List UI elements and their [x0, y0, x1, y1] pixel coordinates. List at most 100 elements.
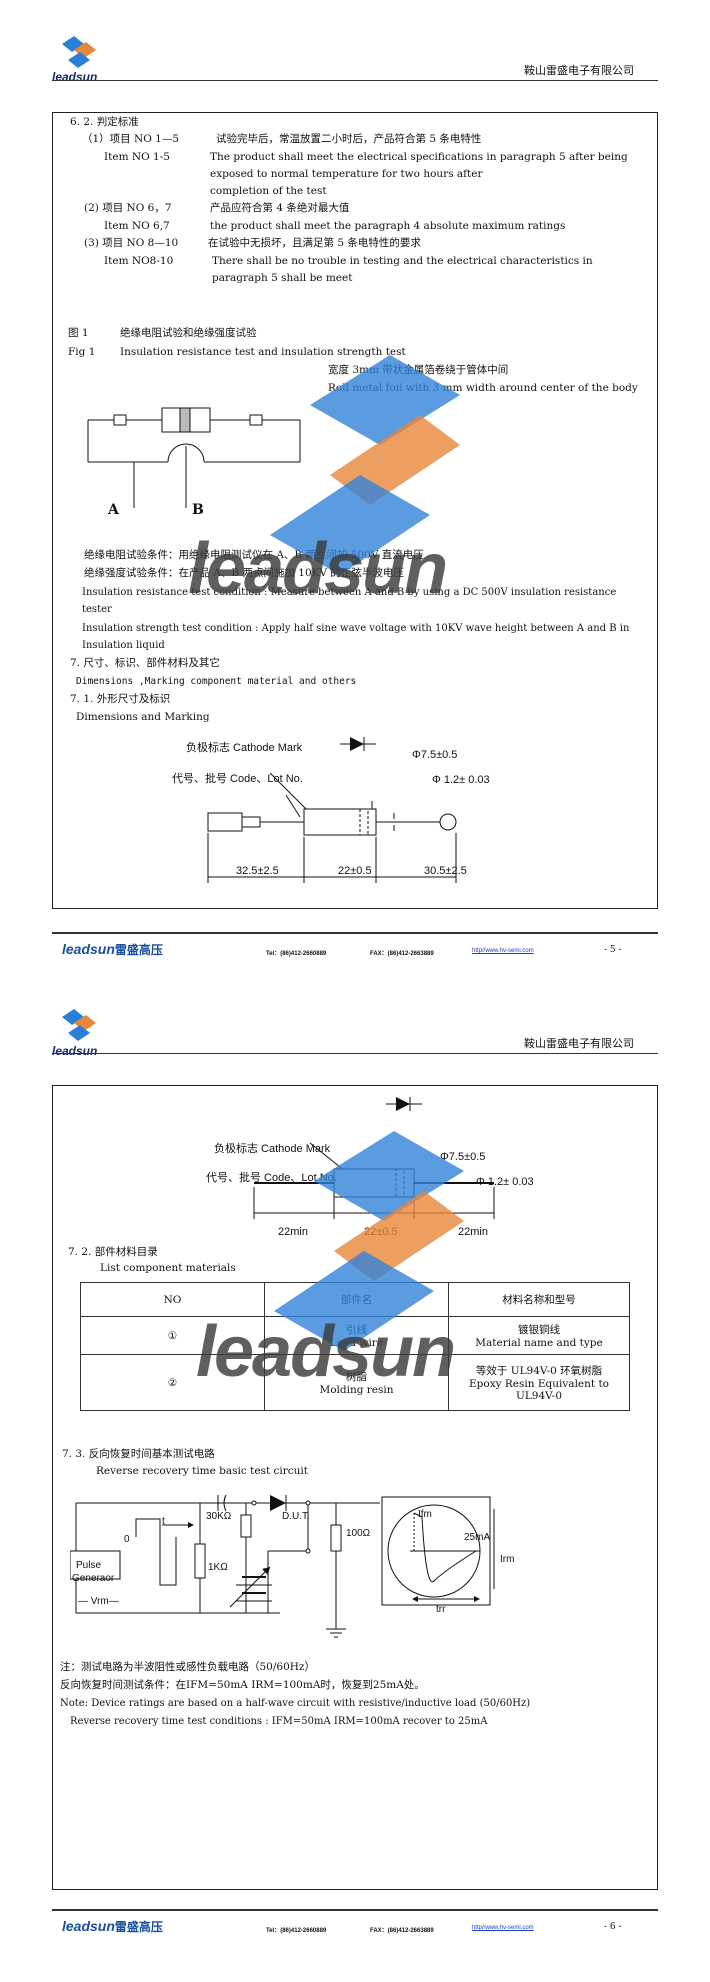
page-6-frame — [52, 1085, 658, 1890]
footer-url-link[interactable]: http//www.hv-semi.com — [472, 1925, 534, 1931]
item2-cn: (2) 项目 NO 6，7 — [84, 202, 172, 214]
section-7-1-en: Dimensions and Marking — [76, 711, 210, 723]
length-1-label: 32.5±2.5 — [236, 865, 279, 877]
resistor-30k-label: 30KΩ — [206, 1511, 232, 1522]
col-material: 材料名称和型号 — [448, 1282, 630, 1317]
section-6-2: 6. 2. 判定标准 — [70, 116, 139, 128]
note-en-1: Note: Device ratings are based on a half… — [60, 1698, 531, 1709]
zero-label: 0 — [124, 1534, 130, 1545]
reverse-recovery-circuit — [70, 1494, 495, 1638]
pulse-label: Pulse — [76, 1560, 102, 1571]
item3-cn-text: 在试验中无损坏，且满足第 5 条电特性的要求 — [208, 237, 421, 249]
ir-condition-en-1: Insulation resistance test condition : M… — [82, 587, 617, 598]
row-no: ② — [80, 1354, 265, 1411]
footer-fax: FAX：(86)412-2663889 — [370, 1928, 434, 1934]
note-cn-2: 反向恢复时间测试条件：在IFM=50mA IRM=100mA时，恢复到25mA处… — [60, 1679, 425, 1691]
footer-brand: leadsun雷盛高压 — [62, 941, 163, 957]
item2-en-label: Item NO 6,7 — [104, 220, 170, 232]
diameter-body-label: Φ7.5±0.5 — [440, 1151, 486, 1163]
irm-label: Irm — [500, 1554, 515, 1565]
generator-label: Generaor — [72, 1573, 115, 1584]
logo-word: leadsun — [52, 70, 98, 84]
row-no: ① — [80, 1316, 265, 1355]
item2-cn-text: 产品应符合第 4 条绝对最大值 — [210, 202, 350, 214]
header-rule — [52, 1053, 658, 1054]
footer-brand: leadsun雷盛高压 — [62, 1918, 163, 1934]
item1-cn: （1）项目 NO 1—5 — [82, 133, 180, 145]
length-2-label: 22±0.5 — [364, 1226, 398, 1238]
is-condition-en-2: Insulation liquid — [82, 640, 165, 651]
section-7-1-cn: 7. 1. 外形尺寸及标识 — [70, 693, 171, 705]
section-7-2-en: List component materials — [100, 1262, 236, 1274]
col-no: NO — [80, 1282, 265, 1317]
fig1-cn-label: 图 1 — [68, 327, 89, 339]
item3-cn: (3) 项目 NO 8—10 — [84, 237, 179, 249]
item1-en-3: completion of the test — [210, 185, 327, 197]
item2-en: the product shall meet the paragraph 4 a… — [210, 220, 566, 232]
foil-en: Roll metal foil with 3 mm width around c… — [328, 382, 638, 394]
footer-tel: Tel：(86)412-2660889 — [266, 1928, 327, 1934]
insulation-test-diagram — [87, 407, 301, 508]
item3-en-label: Item NO8-10 — [104, 255, 174, 267]
length-1-label: 22min — [278, 1226, 308, 1238]
diameter-body-label: Φ7.5±0.5 — [412, 749, 458, 761]
section-7-3-cn: 7. 3. 反向恢复时间基本测试电路 — [62, 1448, 215, 1460]
trr-label: trr — [436, 1604, 446, 1615]
footer-url-link[interactable]: http//www.hv-semi.com — [472, 948, 534, 954]
page-5: leadsun 鞍山雷盛电子有限公司 6. 2. 判定标准 （1）项目 NO 1… — [52, 36, 658, 957]
diameter-lead-label: Φ 1.2± 0.03 — [432, 774, 490, 786]
leadsun-logo-icon — [62, 36, 96, 68]
ir-condition-en-2: tester — [82, 604, 112, 615]
fig1-en-title: Insulation resistance test and insulatio… — [120, 346, 406, 358]
page-6: leadsun 鞍山雷盛电子有限公司 负极标志 Cathode Mark 代号、… — [0, 991, 710, 1982]
cathode-mark-label: 负极标志 Cathode Mark — [214, 1143, 331, 1155]
item3-en-2: paragraph 5 shall be meet — [212, 272, 353, 284]
section-7-en: Dimensions ,Marking component material a… — [76, 676, 357, 687]
vrm-label: — Vrm— — [78, 1596, 119, 1607]
page-5-frame — [52, 112, 658, 909]
item1-en-label: Item NO 1-5 — [104, 151, 170, 163]
note-en-2: Reverse recovery time test conditions : … — [70, 1716, 488, 1727]
code-lot-label: 代号、批号 Code、Lot No. — [172, 773, 303, 785]
point-a-label: A — [108, 502, 119, 518]
ifm-label: Ifm — [418, 1509, 432, 1520]
length-2-label: 22±0.5 — [338, 865, 372, 877]
page-number: - 6 - — [604, 1922, 622, 1932]
company-name: 鞍山雷盛电子有限公司 — [524, 1037, 634, 1050]
item1-cn-text: 试验完毕后，常温放置二小时后，产品符合第 5 条电特性 — [216, 133, 482, 145]
section-7-cn: 7. 尺寸、标识、部件材料及其它 — [70, 657, 220, 669]
fig1-cn-title: 绝缘电阻试验和绝缘强度试验 — [120, 327, 257, 339]
section-7-3-en: Reverse recovery time basic test circuit — [96, 1465, 308, 1477]
item1-en-2: exposed to normal temperature for two ho… — [210, 168, 483, 180]
footer-rule — [52, 932, 658, 934]
length-3-label: 22min — [458, 1226, 488, 1238]
leadsun-logo-icon — [62, 1009, 96, 1041]
resistor-100-label: 100Ω — [346, 1528, 371, 1539]
watermark-word: leadsun — [196, 1312, 456, 1392]
watermark-word: leadsun — [188, 529, 448, 609]
item3-en-1: There shall be no trouble in testing and… — [212, 255, 593, 267]
resistor-1k-label: 1KΩ — [208, 1562, 228, 1573]
is-condition-en-1: Insulation strength test condition : App… — [82, 623, 630, 634]
dimension-drawing-p5 — [207, 737, 457, 883]
code-lot-label: 代号、批号 Code、Lot No. — [206, 1172, 337, 1184]
diameter-lead-label: Φ 1.2± 0.03 — [476, 1176, 534, 1188]
footer-fax: FAX：(86)412-2663889 — [370, 951, 434, 957]
company-name: 鞍山雷盛电子有限公司 — [524, 64, 634, 77]
page-number: - 5 - — [604, 945, 622, 955]
foil-cn: 宽度 3mm 带状金属箔卷绕于管体中间 — [328, 364, 509, 376]
footer-tel: Tel：(86)412-2660889 — [266, 951, 327, 957]
item1-en-1: The product shall meet the electrical sp… — [210, 151, 628, 163]
logo-word: leadsun — [52, 1044, 98, 1058]
section-7-2-cn: 7. 2. 部件材料目录 — [68, 1246, 158, 1258]
cathode-mark-label: 负极标志 Cathode Mark — [186, 742, 303, 754]
length-3-label: 30.5±2.5 — [424, 865, 467, 877]
header-rule — [52, 80, 658, 81]
fig1-en-label: Fig 1 — [68, 346, 96, 358]
table-header-row: NO 部件名 材料名称和型号 — [80, 1282, 630, 1317]
current-25ma-label: 25mA — [464, 1532, 491, 1543]
